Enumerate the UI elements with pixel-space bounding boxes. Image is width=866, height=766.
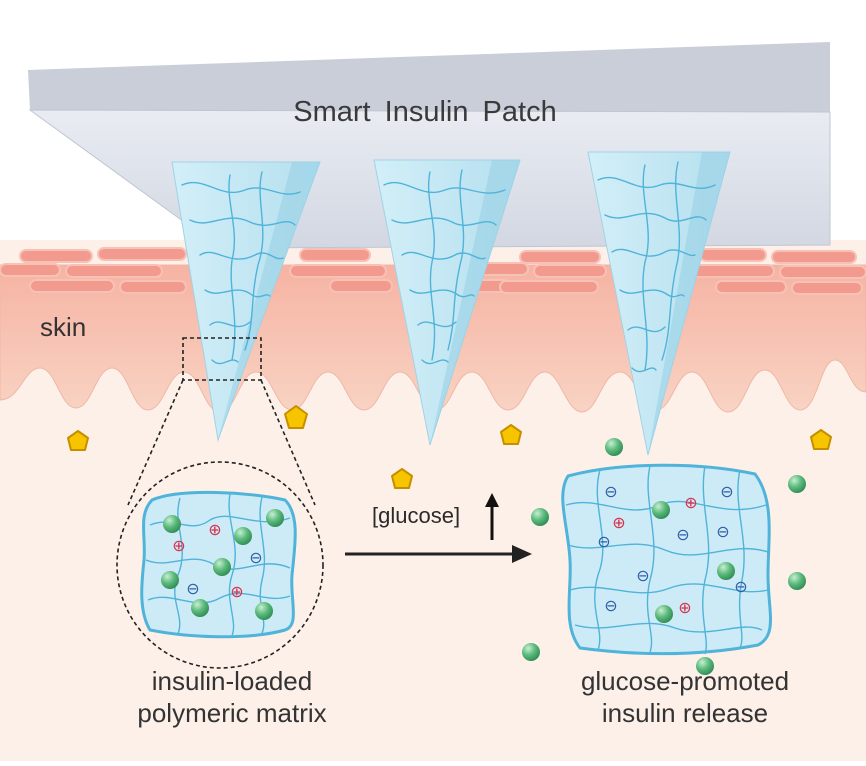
- glucose-molecule: [810, 429, 832, 450]
- left-caption-line1: insulin-loaded: [151, 666, 313, 696]
- right-caption-line2: insulin release: [601, 698, 769, 728]
- insulin-bead: [655, 605, 673, 623]
- insulin-bead: [788, 572, 806, 590]
- positive-charge: ⊕: [208, 520, 221, 539]
- microneedle-2: [373, 159, 521, 446]
- zoom-region-box: [182, 337, 262, 381]
- insulin-bead: [531, 508, 549, 526]
- skin-label: skin: [40, 312, 87, 342]
- skin-epidermis-cells: [0, 247, 866, 295]
- left-caption: insulin-loaded polymeric matrix: [92, 665, 372, 729]
- figure-title: Smart Insulin Patch: [293, 96, 557, 128]
- negative-charge: ⊖: [636, 566, 649, 585]
- positive-charge: ⊕: [684, 493, 697, 512]
- insulin-bead: [255, 602, 273, 620]
- glucose-molecule: [67, 430, 89, 451]
- positive-charge: ⊕: [612, 513, 625, 532]
- swollen-matrix: [561, 463, 772, 656]
- insulin-loaded-matrix: [140, 490, 297, 639]
- transition-arrowhead: [512, 545, 532, 563]
- positive-charge: ⊕: [172, 536, 185, 555]
- insulin-bead: [234, 527, 252, 545]
- microneedle-1: [171, 161, 321, 442]
- negative-charge: ⊖: [676, 525, 689, 544]
- negative-charge: ⊖: [186, 579, 199, 598]
- glucose-label: [glucose]: [372, 503, 461, 528]
- insulin-bead: [652, 501, 670, 519]
- insulin-bead: [213, 558, 231, 576]
- insulin-bead: [191, 599, 209, 617]
- charge-symbols: ⊕ ⊕ ⊕ ⊖ ⊖ ⊖ ⊕ ⊖ ⊕ ⊖ ⊖ ⊖ ⊖ ⊖ ⊖ ⊕: [172, 482, 747, 617]
- negative-charge: ⊖: [604, 596, 617, 615]
- negative-charge: ⊖: [249, 548, 262, 567]
- glucose-molecule: [391, 468, 413, 489]
- right-caption: glucose-promoted insulin release: [520, 665, 850, 729]
- positive-charge: ⊕: [678, 598, 691, 617]
- insulin-bead: [161, 571, 179, 589]
- negative-charge: ⊖: [716, 522, 729, 541]
- positive-charge: ⊕: [230, 582, 243, 601]
- insulin-bead: [696, 657, 714, 675]
- insulin-bead: [605, 438, 623, 456]
- insulin-bead: [788, 475, 806, 493]
- glucose-molecule: [284, 405, 308, 429]
- negative-charge: ⊖: [604, 482, 617, 501]
- glucose-molecule: [500, 424, 522, 445]
- right-caption-line1: glucose-promoted: [580, 666, 790, 696]
- patch-backing: [28, 42, 830, 112]
- released-insulin: [522, 438, 806, 675]
- insulin-bead: [266, 509, 284, 527]
- insulin-bead: [522, 643, 540, 661]
- glucose-increase-arrowhead: [485, 493, 499, 507]
- microneedle-3: [587, 151, 731, 456]
- left-caption-line2: polymeric matrix: [137, 698, 327, 728]
- negative-charge: ⊖: [734, 577, 747, 596]
- glucose-molecules: [67, 405, 832, 489]
- insulin-bead: [163, 515, 181, 533]
- negative-charge: ⊖: [720, 482, 733, 501]
- negative-charge: ⊖: [597, 532, 610, 551]
- insulin-bead: [717, 562, 735, 580]
